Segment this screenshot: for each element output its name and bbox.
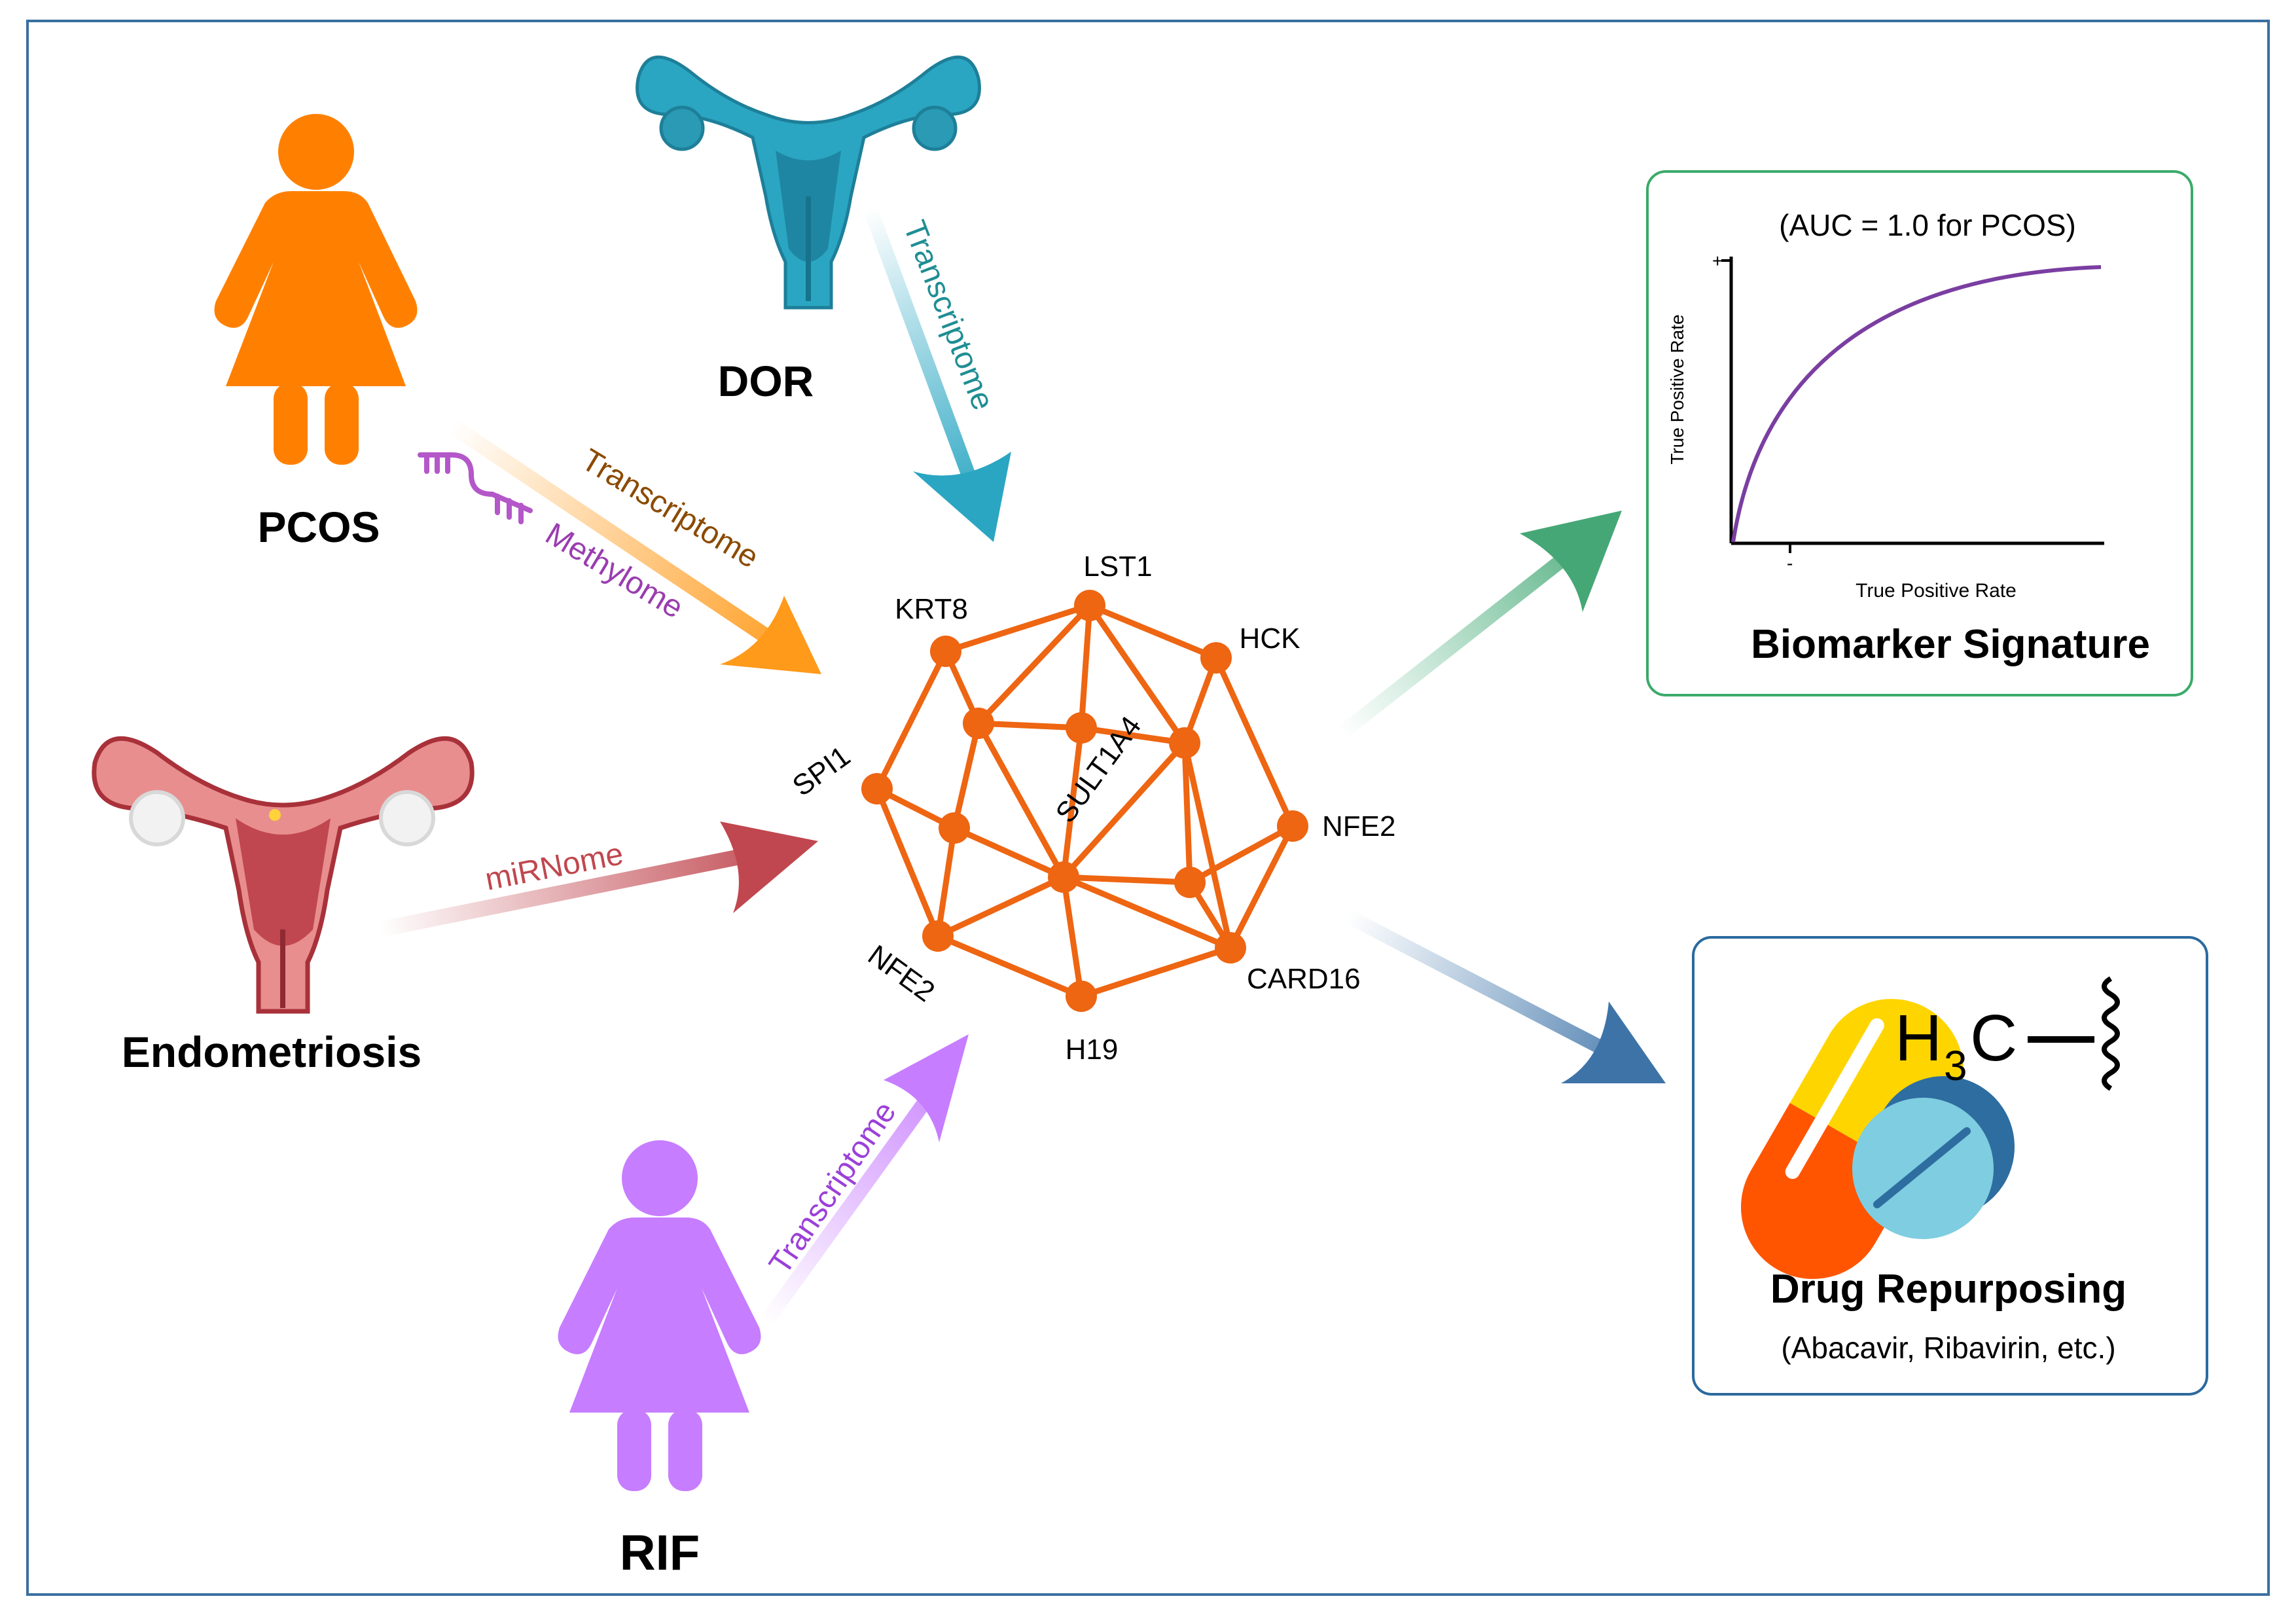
endometriosis-mirnome-arrow (372, 821, 818, 937)
gene-network (874, 602, 1296, 1000)
node-sult1a4 (1169, 727, 1200, 759)
node-lst1 (1074, 590, 1105, 621)
rif-transcriptome-label: Transcriptome (762, 1096, 903, 1280)
network-nodes (861, 590, 1308, 1012)
node-nfe2-right (1277, 810, 1308, 842)
biomarker-arrow (1335, 511, 1622, 740)
roc-ylabel: True Positive Rate (1667, 314, 1687, 464)
roc-xlabel: True Positive Rate (1856, 580, 2017, 602)
biomarker-box (1646, 170, 2193, 696)
node-card16 (1215, 932, 1246, 964)
rif-transcriptome-arrow (759, 1034, 969, 1329)
outer-frame (26, 20, 2270, 1596)
node-krt8 (930, 636, 961, 667)
node-center (1048, 861, 1079, 893)
node-inner-2 (1066, 712, 1097, 744)
node-hck (1200, 642, 1232, 674)
drug-arrow (1341, 909, 1666, 1083)
methylome-icon (418, 452, 533, 524)
gene-label-card16: CARD16 (1247, 963, 1361, 995)
drug-subtitle: (Abacavir, Ribavirin, etc.) (1781, 1331, 2115, 1365)
dor-uterus-icon (636, 55, 981, 310)
roc-plot (1721, 257, 2104, 553)
biomarker-title: Biomarker Signature (1751, 622, 2150, 667)
wavy-bond-icon (2102, 976, 2120, 1091)
roc-ytick: + (1712, 251, 1723, 271)
gene-label-krt8: KRT8 (895, 593, 968, 625)
pcos-transcriptome-arrow (444, 418, 821, 674)
tablet-icon (1852, 1076, 2015, 1239)
gene-label-nfe2-left: NFE2 (862, 939, 941, 1008)
drug-title: Drug Repurposing (1770, 1267, 2126, 1312)
gene-label-lst1: LST1 (1083, 550, 1152, 583)
rif-woman-icon (558, 1140, 761, 1491)
formula-c: C (1970, 1001, 2017, 1075)
methyl-formula: H 3 C (1895, 976, 2120, 1091)
node-inner-3 (939, 812, 970, 844)
roc-curve (1731, 265, 2102, 543)
roc-xtick: - (1787, 553, 1793, 573)
node-inner-1 (963, 708, 994, 739)
endometriosis-uterus-icon (92, 736, 475, 1014)
node-h19 (1066, 981, 1097, 1012)
endometriosis-label: Endometriosis (122, 1028, 422, 1076)
node-nfe2-left (922, 920, 954, 952)
auc-label: (AUC = 1.0 for PCOS) (1779, 208, 2076, 242)
formula-h: H (1895, 1001, 1942, 1075)
gene-label-h19: H19 (1066, 1034, 1119, 1066)
dor-label: DOR (718, 357, 814, 405)
gene-label-hck: HCK (1240, 623, 1300, 655)
gene-label-spi1: SPI1 (787, 740, 856, 803)
dor-transcriptome-arrow (863, 202, 1011, 542)
pcos-label: PCOS (257, 503, 380, 551)
node-inner-4 (1174, 867, 1206, 898)
pcos-woman-icon (214, 114, 418, 465)
node-spi1 (861, 773, 893, 804)
gene-label-nfe2-right: NFE2 (1322, 810, 1395, 842)
formula-subscript: 3 (1944, 1042, 1967, 1089)
rif-label: RIF (620, 1525, 700, 1581)
